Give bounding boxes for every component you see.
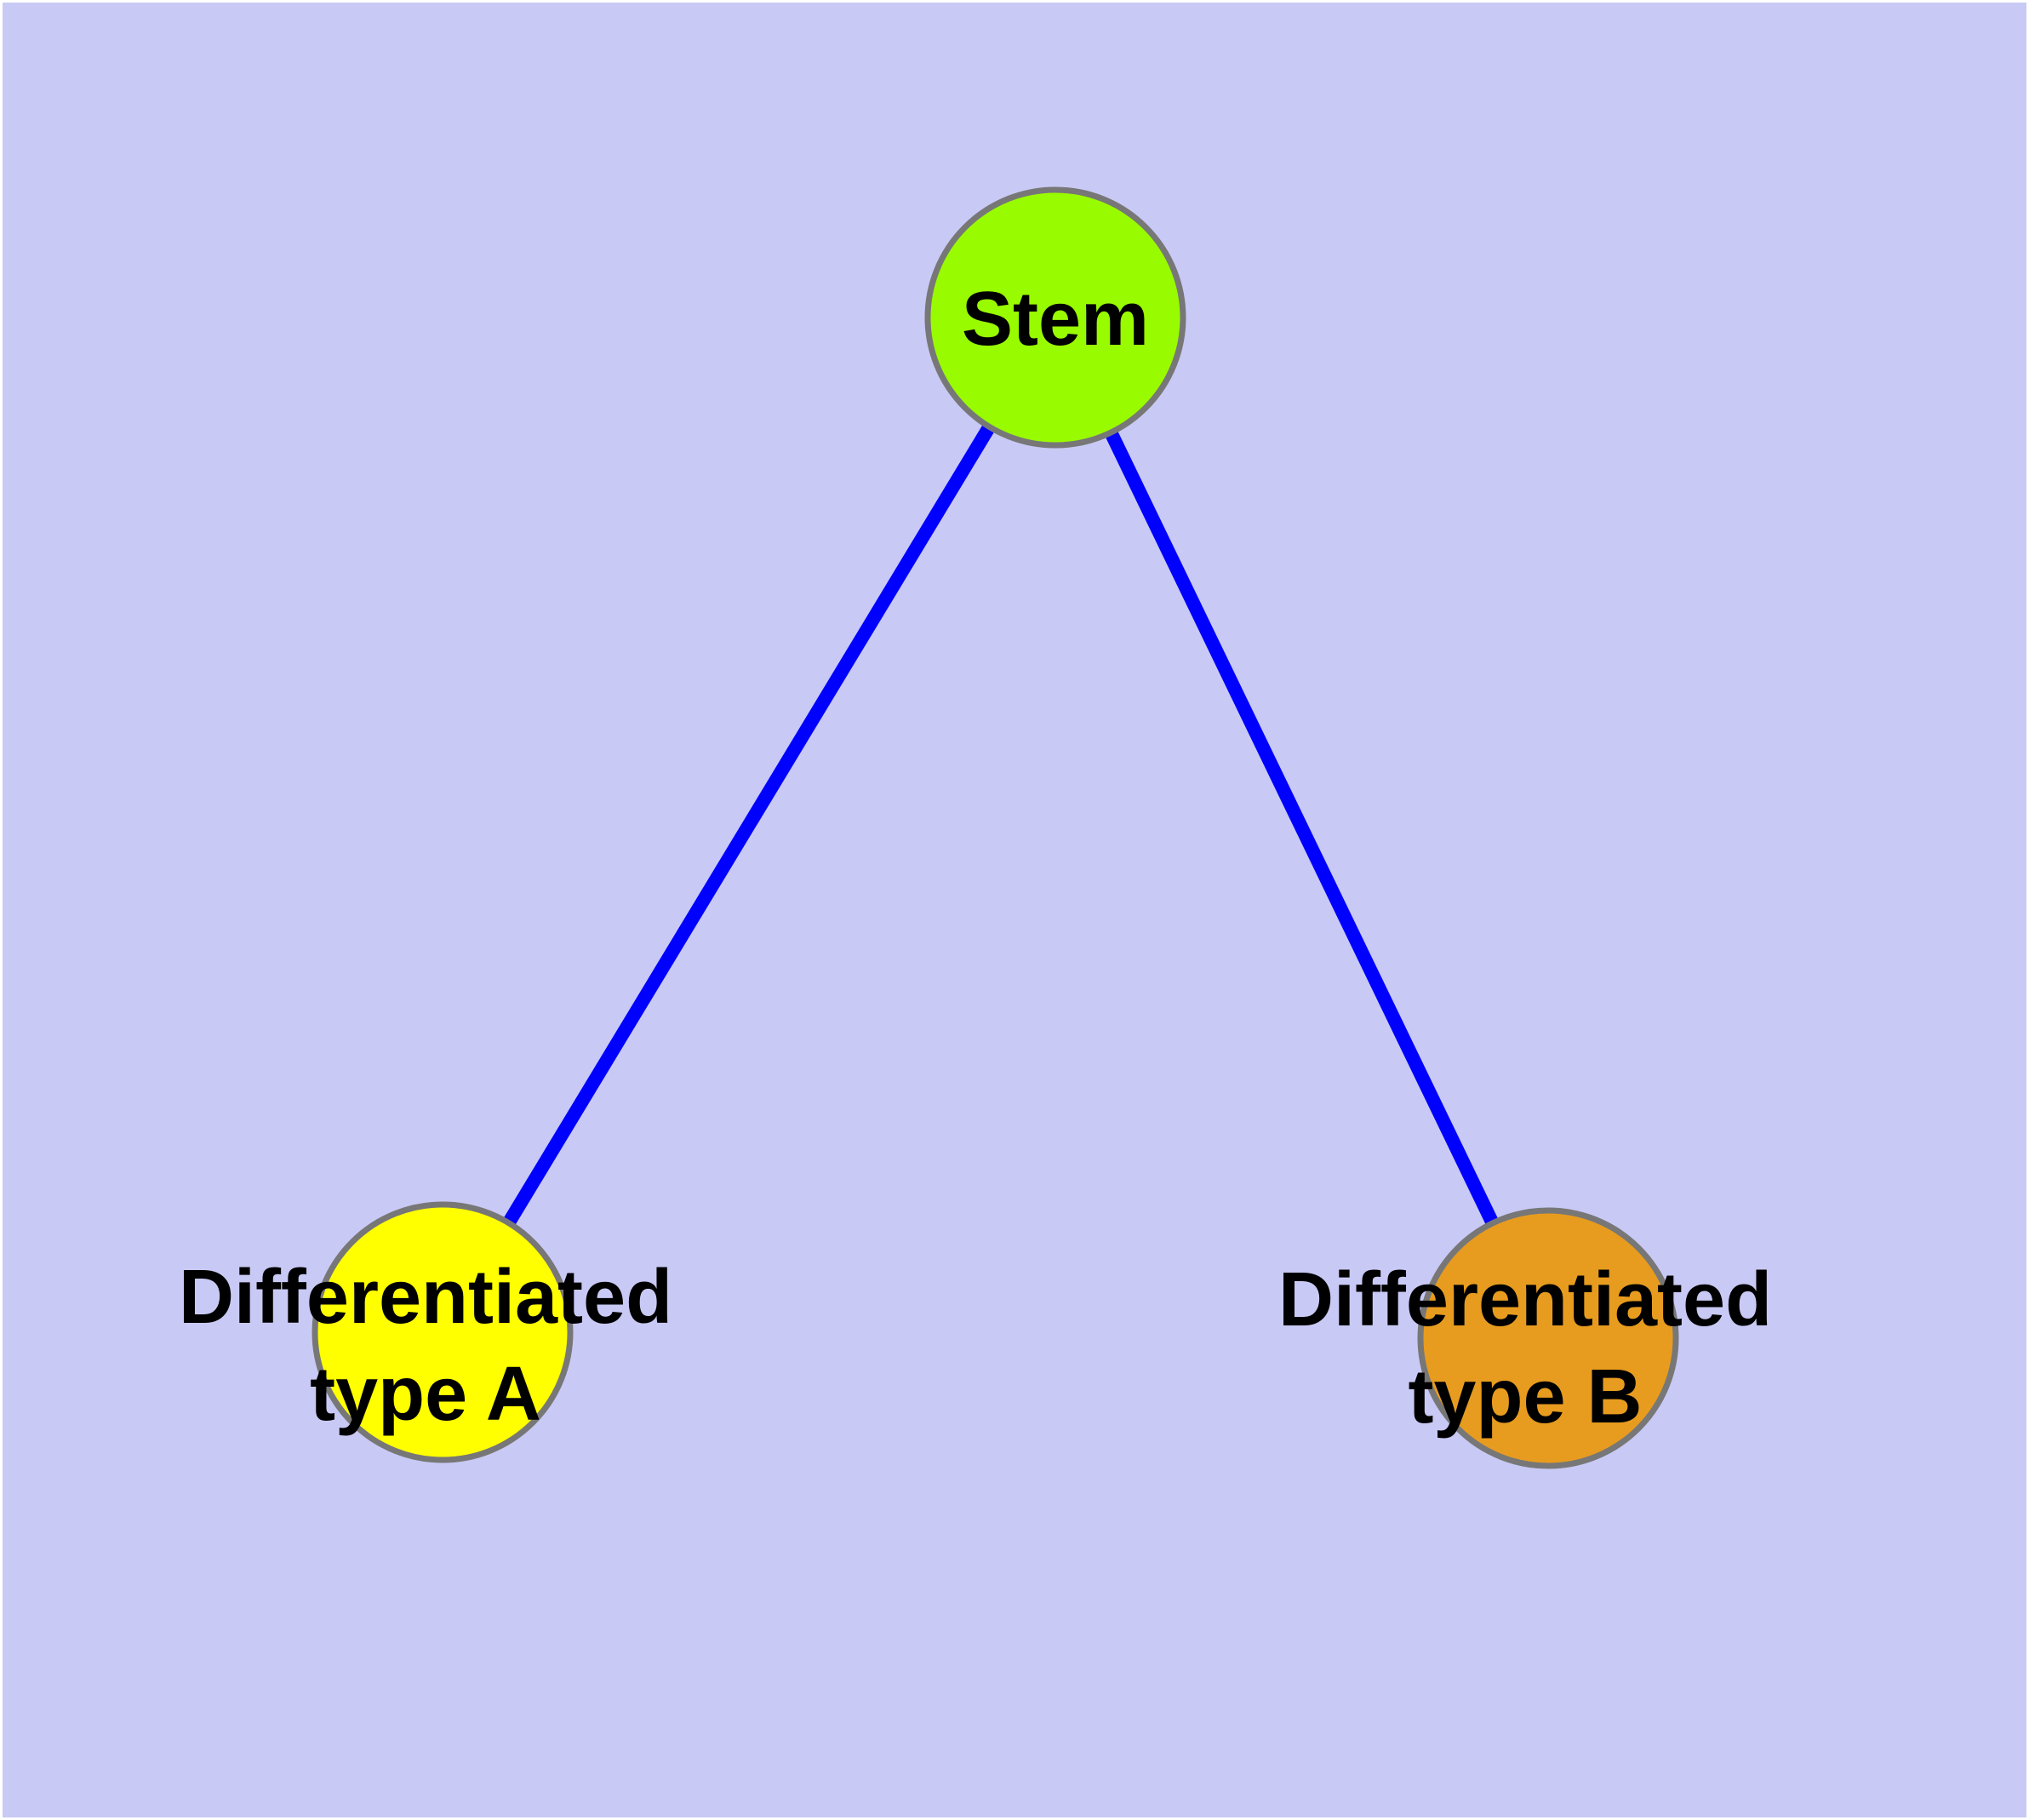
node-type-a-label-line2: type A — [310, 1352, 541, 1437]
node-type-b-label: Differentiated type B — [1278, 1251, 1772, 1445]
node-type-a — [311, 1201, 574, 1463]
node-type-a-label-line1: Differentiated — [178, 1255, 673, 1340]
edge-stem-to-type-a — [437, 313, 1061, 1336]
node-type-a-label: Differentiated type A — [179, 1249, 672, 1443]
node-type-b-label-line2: type B — [1408, 1354, 1643, 1439]
node-stem-label-text: Stem — [961, 277, 1150, 362]
node-stem — [924, 186, 1186, 449]
node-type-b-label-line1: Differentiated — [1277, 1257, 1773, 1342]
node-type-b — [1417, 1207, 1679, 1469]
edge-stem-to-type-b — [1049, 314, 1555, 1342]
node-stem-label: Stem — [962, 271, 1149, 368]
